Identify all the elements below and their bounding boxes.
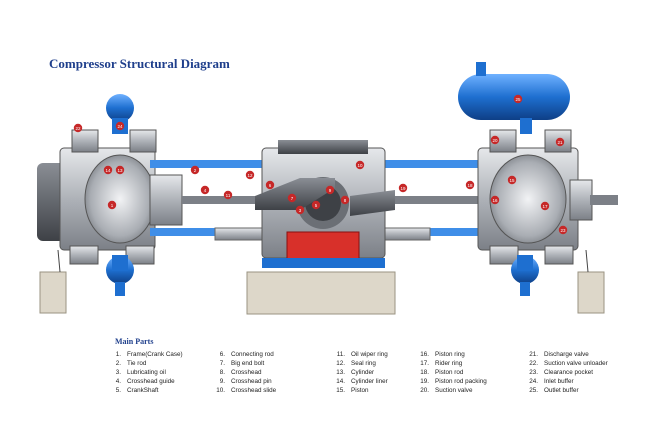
crankcase-frame: [255, 140, 395, 268]
callout-label-17: 17: [542, 204, 548, 209]
part-item: 15.Piston: [336, 387, 369, 394]
callout-marker-20: [490, 135, 500, 145]
callout-marker-23: [558, 225, 568, 235]
callout-marker-16: [490, 195, 500, 205]
callout-label-23: 23: [560, 228, 566, 233]
diagram-title: Compressor Structural Diagram: [49, 56, 230, 71]
callout-marker-9: [325, 185, 335, 195]
callout-label-14: 14: [105, 168, 111, 173]
callout-marker-18: [465, 180, 475, 190]
part-item: 7.Big end bolt: [219, 360, 265, 367]
callout-label-8: 8: [344, 198, 347, 203]
callout-marker-14: [103, 165, 113, 175]
callout-label-9: 9: [329, 188, 332, 193]
part-item: 11.Oil wiper ring: [336, 351, 388, 358]
part-item: 3.Lubricating oil: [115, 369, 166, 376]
part-item: 2.Tie rod: [115, 360, 147, 367]
callout-label-19: 19: [400, 186, 406, 191]
part-item: 20.Suction valve: [420, 387, 473, 394]
callout-label-25: 25: [515, 97, 521, 102]
callout-label-4: 4: [204, 188, 207, 193]
callout-label-11: 11: [226, 193, 231, 198]
callout-label-22: 22: [75, 126, 81, 131]
part-item: 19.Piston rod packing: [420, 378, 487, 385]
part-item: 9.Crosshead pin: [219, 378, 272, 385]
callout-marker-21: [555, 137, 565, 147]
part-item: 24.Inlet buffer: [529, 378, 574, 385]
right-cylinder-assembly: [458, 62, 618, 296]
parts-column-5: 21.Discharge valve 22.Suction valve unlo…: [525, 350, 608, 395]
callout-marker-6: [265, 180, 275, 190]
callout-marker-10: [355, 160, 365, 170]
part-item: 8.Crosshead: [219, 369, 262, 376]
callout-label-10: 10: [357, 163, 363, 168]
callout-marker-12: [245, 170, 255, 180]
callout-label-1: 1: [111, 203, 114, 208]
callout-marker-24: [115, 121, 125, 131]
part-item: 22.Suction valve unloader: [529, 360, 608, 367]
parts-column-2: 6.Connecting rod 7.Big end bolt 8.Crossh…: [212, 350, 276, 395]
callout-label-7: 7: [291, 196, 294, 201]
callout-label-13: 13: [117, 168, 123, 173]
callout-marker-2: [190, 165, 200, 175]
part-item: 23.Clearance pocket: [529, 369, 594, 376]
parts-column-4: 16.Piston ring 17.Rider ring 18.Piston r…: [416, 350, 487, 395]
callout-marker-15: [507, 175, 517, 185]
callout-marker-11: [223, 190, 233, 200]
base-pedestals: [39, 249, 605, 315]
callout-label-15: 15: [509, 178, 515, 183]
callout-marker-8: [340, 195, 350, 205]
part-item: 5.CrankShaft: [115, 387, 159, 394]
part-item: 1.Frame(Crank Case): [115, 351, 183, 358]
callout-label-12: 12: [247, 173, 253, 178]
part-item: 6.Connecting rod: [219, 351, 274, 358]
callout-marker-22: [73, 123, 83, 133]
callout-label-3: 3: [299, 208, 302, 213]
left-cylinder-assembly: [37, 94, 183, 296]
part-item: 12.Seal ring: [336, 360, 376, 367]
callout-marker-1: [107, 200, 117, 210]
part-item: 16.Piston ring: [420, 351, 465, 358]
callout-marker-7: [287, 193, 297, 203]
part-item: 25.Outlet buffer: [529, 387, 579, 394]
parts-column-3: 11.Oil wiper ring 12.Seal ring 13.Cylind…: [332, 350, 388, 395]
part-item: 13.Cylinder: [336, 369, 375, 376]
callout-label-16: 16: [492, 198, 498, 203]
part-item: 17.Rider ring: [420, 360, 463, 367]
part-item: 21.Discharge valve: [529, 351, 589, 358]
callout-label-5: 5: [315, 203, 318, 208]
part-item: 4.Crosshead guide: [115, 378, 175, 385]
part-item: 18.Piston rod: [420, 369, 464, 376]
callout-marker-19: [398, 183, 408, 193]
parts-column-1: 1.Frame(Crank Case) 2.Tie rod 3.Lubricat…: [108, 350, 183, 395]
callout-label-21: 21: [557, 140, 563, 145]
callout-label-2: 2: [194, 168, 197, 173]
callout-label-18: 18: [467, 183, 473, 188]
part-item: 10.Crosshead slide: [216, 387, 277, 394]
part-item: 14.Cylinder liner: [336, 378, 388, 385]
callout-marker-3: [295, 205, 305, 215]
callout-label-20: 20: [492, 138, 498, 143]
callout-marker-4: [200, 185, 210, 195]
callout-marker-25: [513, 94, 523, 104]
callout-marker-5: [311, 200, 321, 210]
callout-marker-13: [115, 165, 125, 175]
callout-label-24: 24: [117, 124, 123, 129]
main-parts-title: Main Parts: [115, 337, 154, 346]
callout-marker-17: [540, 201, 550, 211]
callout-label-6: 6: [269, 183, 272, 188]
